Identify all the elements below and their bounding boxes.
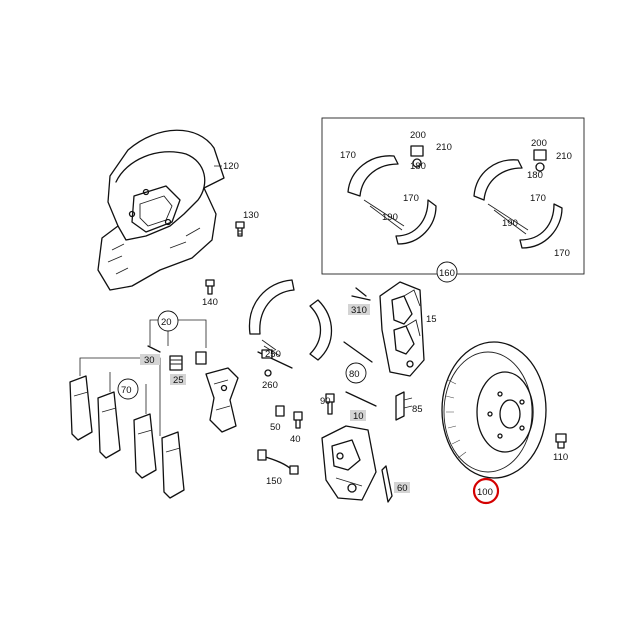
callout-60: 60 xyxy=(397,483,408,494)
brake-dust-shield[interactable] xyxy=(97,129,225,291)
caliper-carrier[interactable] xyxy=(205,367,239,433)
bushing-25[interactable] xyxy=(169,351,207,371)
callout-180-left: 180 xyxy=(410,161,426,172)
callout-210-right: 210 xyxy=(556,151,572,162)
callout-160: 160 xyxy=(439,268,455,279)
callout-260: 260 xyxy=(262,380,278,391)
shield-bolt-130[interactable] xyxy=(235,221,245,237)
callout-190-left: 190 xyxy=(382,212,398,223)
callout-140: 140 xyxy=(202,297,218,308)
guide-pin-310[interactable] xyxy=(351,287,371,301)
wear-sensor-150[interactable] xyxy=(257,449,299,475)
brake-disc-100[interactable] xyxy=(441,341,547,479)
callout-10: 10 xyxy=(353,411,364,422)
callout-110: 110 xyxy=(553,452,568,463)
callout-70: 70 xyxy=(121,385,132,396)
bolt-90[interactable] xyxy=(325,393,335,415)
callout-200-left: 200 xyxy=(410,130,426,141)
parking-brake-shoe-set-right[interactable] xyxy=(473,149,563,249)
callout-170-right-mid: 170 xyxy=(530,193,546,204)
parking-brake-shoes[interactable] xyxy=(248,279,332,361)
caliper-assembly[interactable] xyxy=(321,425,377,501)
callout-200-right: 200 xyxy=(531,138,547,149)
callout-100-highlighted: 100 xyxy=(477,487,493,498)
callout-170-br: 170 xyxy=(554,248,570,259)
callout-50: 50 xyxy=(270,422,281,433)
callout-130: 130 xyxy=(243,210,259,221)
callout-30: 30 xyxy=(144,355,155,366)
brake-caliper-15[interactable] xyxy=(379,281,425,377)
callout-85: 85 xyxy=(412,404,423,415)
callout-80: 80 xyxy=(349,369,360,380)
pin-30[interactable] xyxy=(147,345,161,353)
brake-pad-set-70[interactable] xyxy=(69,375,185,499)
callout-150: 150 xyxy=(266,476,282,487)
parking-brake-shoe-set-left[interactable] xyxy=(347,145,437,245)
callout-310: 310 xyxy=(351,305,367,316)
adjuster-250[interactable] xyxy=(257,349,293,369)
callout-190-right: 190 xyxy=(502,218,518,229)
callout-25: 25 xyxy=(173,375,184,386)
callout-40: 40 xyxy=(290,434,301,445)
bleeder-50[interactable] xyxy=(275,405,285,417)
callout-250: 250 xyxy=(265,349,281,360)
callout-170-left-mid: 170 xyxy=(403,193,419,204)
disc-bolt-110[interactable] xyxy=(555,433,567,449)
shield-bolt-140[interactable] xyxy=(205,279,215,295)
spring-clip-60[interactable] xyxy=(381,465,393,503)
callout-15: 15 xyxy=(426,314,437,325)
spring-85[interactable] xyxy=(395,391,413,421)
callout-120: 120 xyxy=(223,161,239,172)
callout-180-right: 180 xyxy=(527,170,543,181)
callout-210-left: 210 xyxy=(436,142,452,153)
callout-20: 20 xyxy=(161,317,172,328)
callout-170-tl: 170 xyxy=(340,150,356,161)
bolt-40[interactable] xyxy=(293,411,303,429)
guide-bolt-80[interactable] xyxy=(343,341,377,407)
callout-90: 90 xyxy=(320,396,331,407)
